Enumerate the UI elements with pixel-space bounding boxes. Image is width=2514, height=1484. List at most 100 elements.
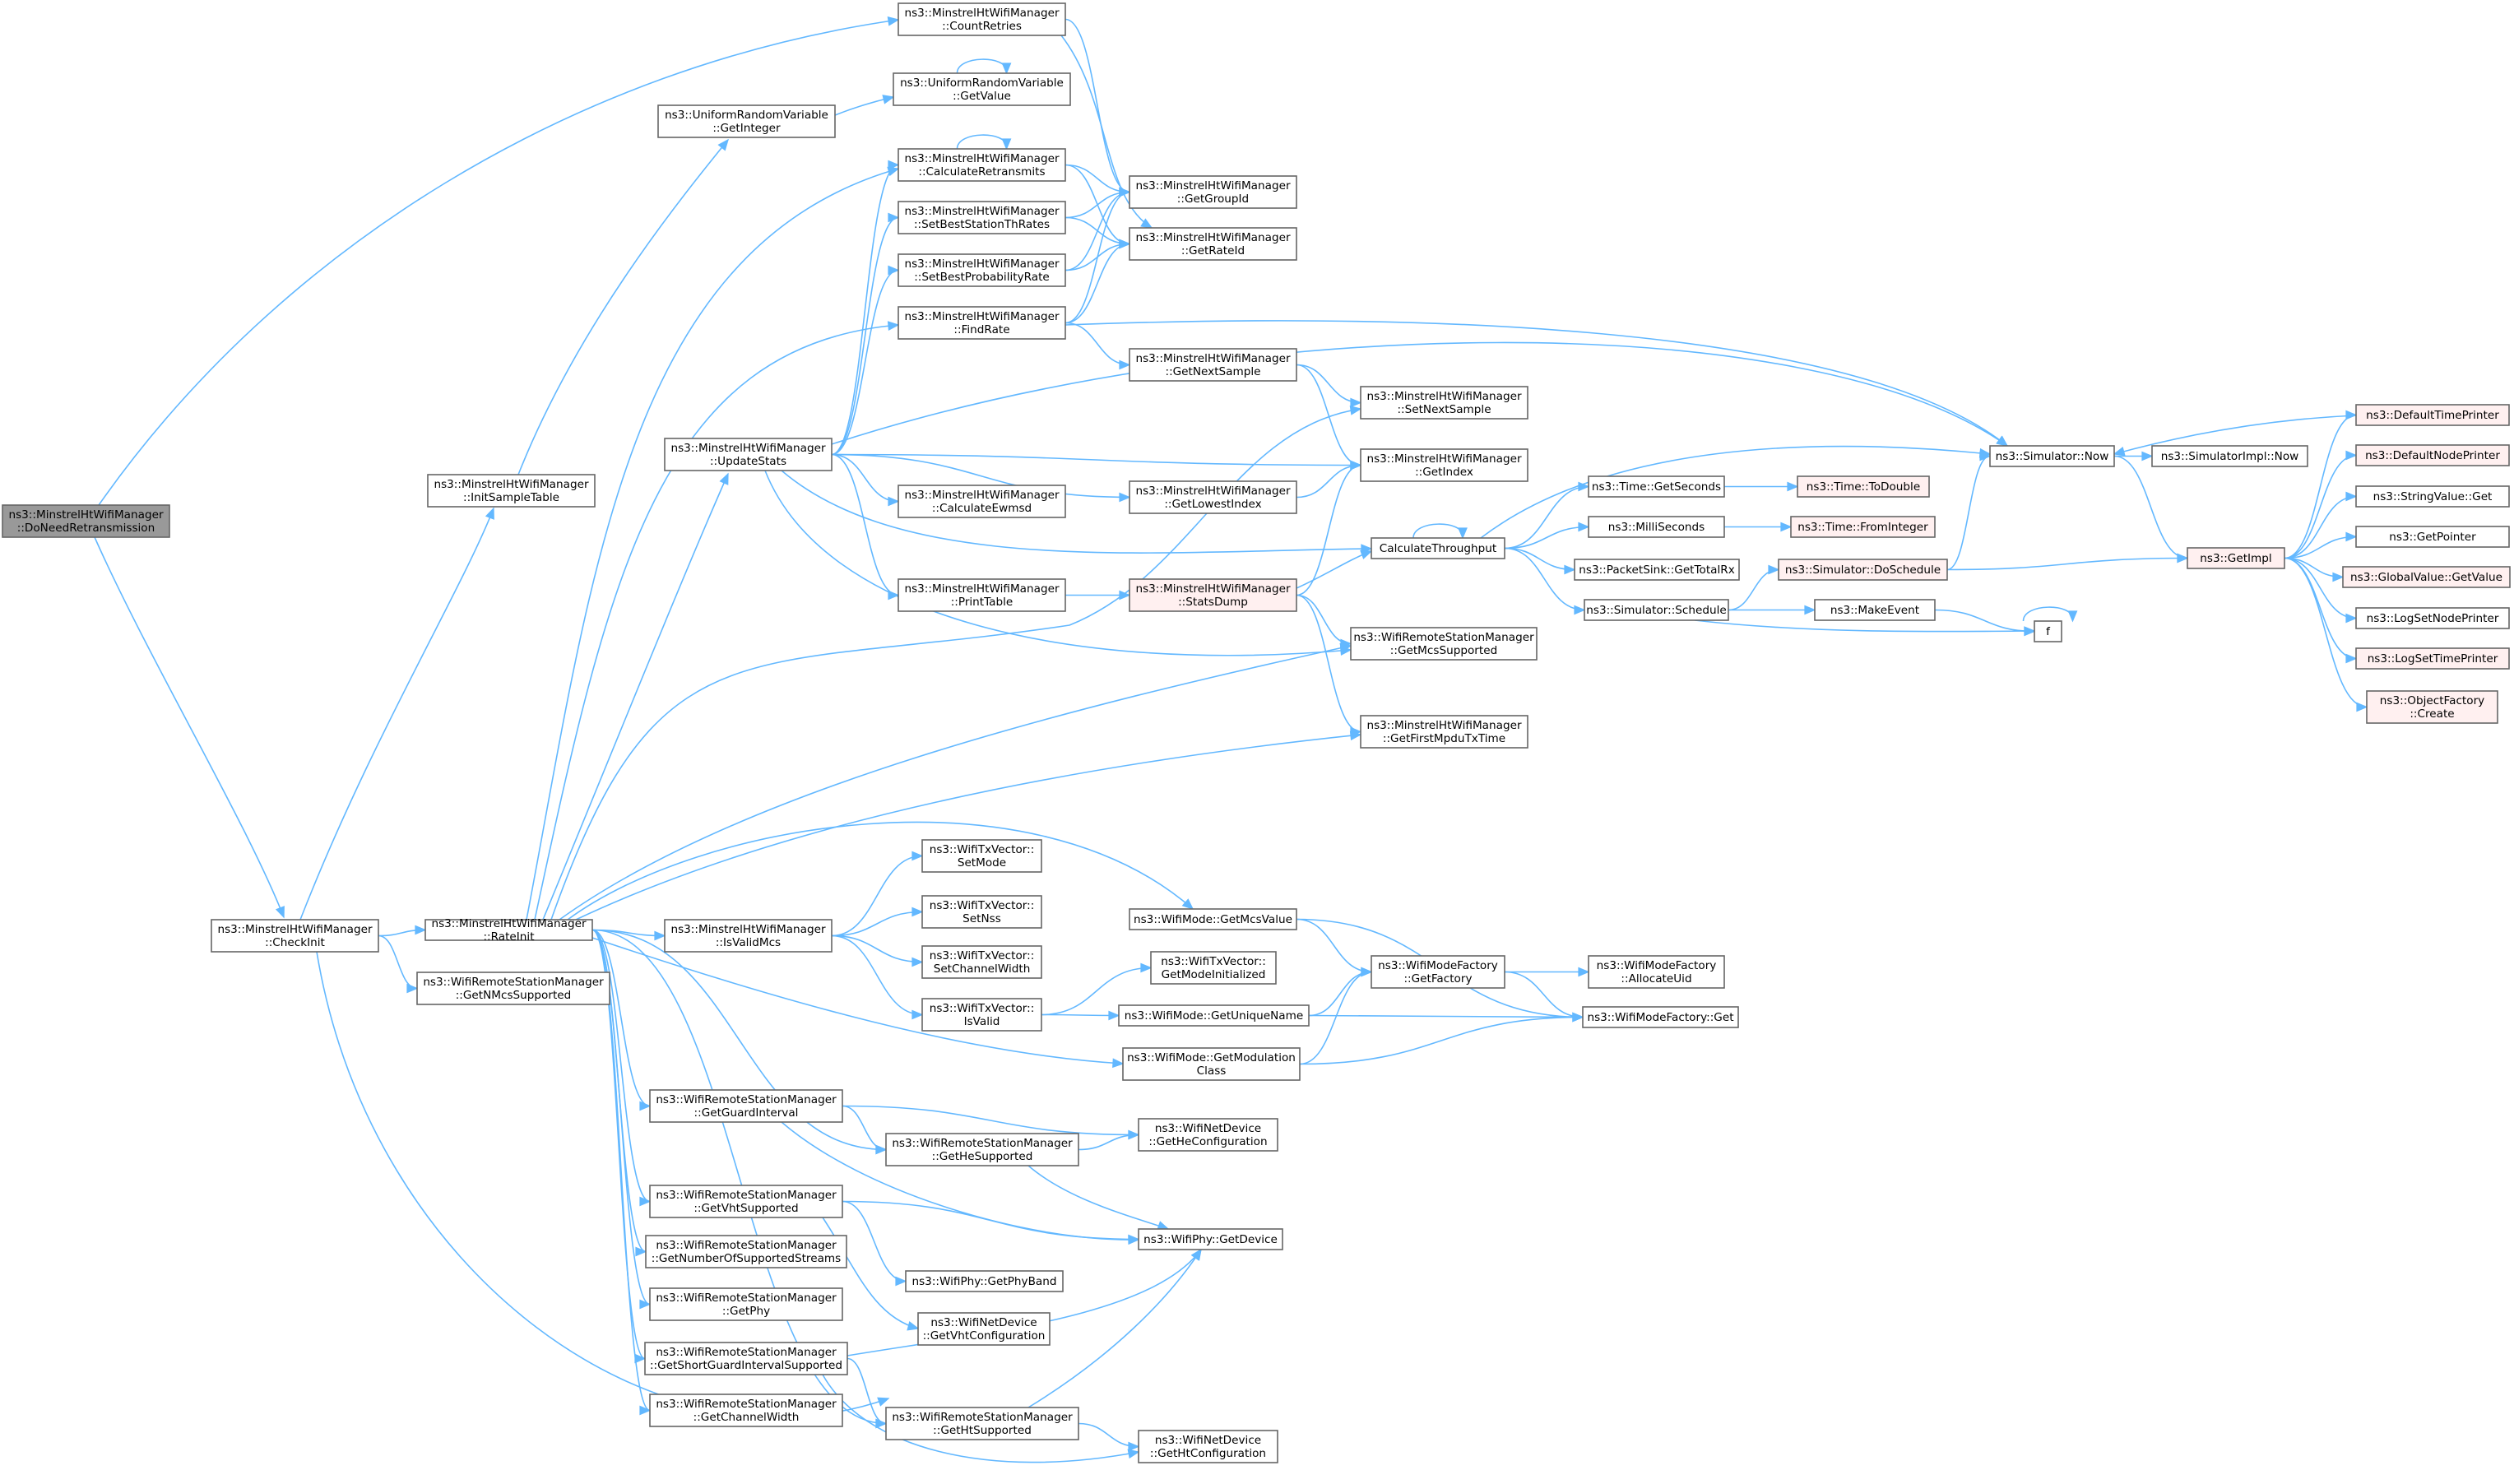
function-node-calcEwmsd[interactable]: ns3::MinstrelHtWifiManager::CalculateEwm…	[898, 485, 1066, 518]
function-node-root[interactable]: ns3::MinstrelHtWifiManager::DoNeedRetran…	[2, 504, 170, 538]
function-node-f[interactable]: f	[2034, 620, 2062, 642]
function-node-setBestProbRate[interactable]: ns3::MinstrelHtWifiManager::SetBestProba…	[898, 253, 1066, 287]
function-node-getMcsSupported[interactable]: ns3::WifiRemoteStationManager::GetMcsSup…	[1350, 627, 1538, 661]
function-node-updateStats[interactable]: ns3::MinstrelHtWifiManager::UpdateStats	[664, 438, 833, 471]
function-node-getVhtSupported[interactable]: ns3::WifiRemoteStationManager::GetVhtSup…	[649, 1185, 843, 1218]
call-edge-f-to-f	[2022, 606, 2078, 623]
function-node-getChannelWidth[interactable]: ns3::WifiRemoteStationManager::GetChanne…	[649, 1394, 843, 1427]
function-node-findRate[interactable]: ns3::MinstrelHtWifiManager::FindRate	[898, 306, 1066, 340]
node-label-line: ns3::WifiRemoteStationManager	[656, 1398, 837, 1411]
function-node-milliSeconds[interactable]: ns3::MilliSeconds	[1588, 516, 1725, 538]
function-node-getShortGISupported[interactable]: ns3::WifiRemoteStationManager::GetShortG…	[644, 1342, 848, 1375]
function-node-getImpl[interactable]: ns3::GetImpl	[2187, 547, 2285, 569]
function-node-logSetNodePrinter[interactable]: ns3::LogSetNodePrinter	[2355, 607, 2510, 629]
function-node-rateInit[interactable]: ns3::MinstrelHtWifiManager::RateInit	[424, 917, 593, 944]
function-node-phyGetDevice[interactable]: ns3::WifiPhy::GetDevice	[1138, 1228, 1283, 1250]
function-node-isValidMcs[interactable]: ns3::MinstrelHtWifiManager::IsValidMcs	[664, 919, 833, 953]
node-label-line: ns3::UniformRandomVariable	[665, 109, 828, 122]
node-label-line: ns3::Time::GetSeconds	[1592, 480, 1721, 494]
function-node-txvSetNss[interactable]: ns3::WifiTxVector::SetNss	[921, 895, 1042, 929]
node-label-line: ns3::MinstrelHtWifiManager	[904, 7, 1059, 20]
function-node-getRateId[interactable]: ns3::MinstrelHtWifiManager::GetRateId	[1129, 227, 1297, 261]
function-node-getHeSupported[interactable]: ns3::WifiRemoteStationManager::GetHeSupp…	[885, 1133, 1079, 1166]
function-node-objectFactoryCreate[interactable]: ns3::ObjectFactory::Create	[2366, 690, 2498, 724]
node-label-line: ::GetFirstMpduTxTime	[1383, 732, 1505, 745]
function-node-modeFactoryAllocateUid[interactable]: ns3::WifiModeFactory::AllocateUid	[1588, 955, 1725, 989]
node-box	[1138, 1228, 1283, 1250]
function-node-globalValueGetValue[interactable]: ns3::GlobalValue::GetValue	[2342, 566, 2511, 588]
function-node-setNextSample[interactable]: ns3::MinstrelHtWifiManager::SetNextSampl…	[1360, 386, 1528, 420]
function-node-calcThroughput[interactable]: CalculateThroughput	[1371, 537, 1505, 559]
function-node-getPhy[interactable]: ns3::WifiRemoteStationManager::GetPhy	[649, 1287, 843, 1321]
node-label-line: ns3::MinstrelHtWifiManager	[904, 310, 1059, 323]
function-node-makeEvent[interactable]: ns3::MakeEvent	[1814, 599, 1936, 621]
function-node-getNumSuppStreams[interactable]: ns3::WifiRemoteStationManager::GetNumber…	[645, 1235, 847, 1268]
function-node-timeToDouble[interactable]: ns3::Time::ToDouble	[1797, 475, 1930, 498]
node-label-line: ::GetPhy	[722, 1305, 770, 1318]
function-node-getPointer[interactable]: ns3::GetPointer	[2355, 526, 2510, 548]
function-node-txvIsValid[interactable]: ns3::WifiTxVector::IsValid	[921, 998, 1042, 1032]
function-node-timeGetSeconds[interactable]: ns3::Time::GetSeconds	[1588, 475, 1725, 498]
function-node-stringValueGet[interactable]: ns3::StringValue::Get	[2355, 485, 2510, 508]
function-node-setBestStationThRates[interactable]: ns3::MinstrelHtWifiManager::SetBestStati…	[898, 201, 1066, 234]
function-node-getIndex[interactable]: ns3::MinstrelHtWifiManager::GetIndex	[1360, 448, 1528, 482]
node-label-line: ::CalculateEwmsd	[932, 502, 1032, 515]
function-node-getLowestIndex[interactable]: ns3::MinstrelHtWifiManager::GetLowestInd…	[1129, 480, 1297, 514]
function-node-getFirstMpdu[interactable]: ns3::MinstrelHtWifiManager::GetFirstMpdu…	[1360, 715, 1528, 749]
call-edge-rateInit-to-updateStats	[542, 472, 729, 921]
function-node-countRetries[interactable]: ns3::MinstrelHtWifiManager::CountRetries	[898, 2, 1066, 36]
call-edge-rateInit-to-getGuardInterval	[591, 929, 652, 1111]
node-label-line: GetModeInitialized	[1162, 968, 1266, 981]
call-edge-root-to-countRetries	[98, 16, 900, 506]
function-node-txvSetChannelWidth[interactable]: ns3::WifiTxVector::SetChannelWidth	[921, 945, 1042, 979]
function-node-getGroupId[interactable]: ns3::MinstrelHtWifiManager::GetGroupId	[1129, 175, 1297, 209]
function-node-defaultNodePrinter[interactable]: ns3::DefaultNodePrinter	[2355, 444, 2510, 466]
node-box	[1360, 386, 1528, 420]
function-node-modeFactoryGetFactory[interactable]: ns3::WifiModeFactory::GetFactory	[1371, 955, 1505, 989]
node-box	[1582, 1006, 1739, 1028]
function-node-modeFactoryGet[interactable]: ns3::WifiModeFactory::Get	[1582, 1006, 1739, 1028]
function-node-phyGetPhyBand[interactable]: ns3::WifiPhy::GetPhyBand	[905, 1270, 1064, 1292]
node-label-line: ::GetNumberOfSupportedStreams	[652, 1252, 841, 1265]
function-node-statsDump[interactable]: ns3::MinstrelHtWifiManager::StatsDump	[1129, 578, 1297, 612]
function-node-printTable[interactable]: ns3::MinstrelHtWifiManager::PrintTable	[898, 578, 1066, 612]
function-node-netDevGetHeConfig[interactable]: ns3::WifiNetDevice::GetHeConfiguration	[1138, 1118, 1278, 1152]
function-node-simSchedule[interactable]: ns3::Simulator::Schedule	[1584, 599, 1729, 621]
node-label-line: ns3::Simulator::Schedule	[1586, 604, 1727, 617]
node-label-line: ::GetHtConfiguration	[1150, 1447, 1266, 1460]
function-node-checkInit[interactable]: ns3::MinstrelHtWifiManager::CheckInit	[211, 919, 379, 953]
node-label-line: ns3::MinstrelHtWifiManager	[8, 508, 163, 522]
node-label-line: ::IsValidMcs	[716, 936, 781, 949]
function-node-uniformGetValue[interactable]: ns3::UniformRandomVariable::GetValue	[893, 72, 1071, 106]
node-box	[1790, 516, 1936, 538]
function-node-timeFromInteger[interactable]: ns3::Time::FromInteger	[1790, 516, 1936, 538]
function-node-simNow[interactable]: ns3::Simulator::Now	[1989, 445, 2115, 467]
function-node-calcRetransmits[interactable]: ns3::MinstrelHtWifiManager::CalculateRet…	[898, 148, 1066, 182]
node-label-line: ns3::MinstrelHtWifiManager	[1135, 582, 1290, 596]
node-label-line: ::SetNextSample	[1397, 403, 1491, 416]
function-node-netDevGetVhtConfig[interactable]: ns3::WifiNetDevice::GetVhtConfiguration	[917, 1312, 1051, 1346]
function-node-simImplNow[interactable]: ns3::SimulatorImpl::Now	[2151, 445, 2308, 467]
function-node-modeGetUniqueName[interactable]: ns3::WifiMode::GetUniqueName	[1118, 1004, 1310, 1027]
function-node-netDevGetHtConfig[interactable]: ns3::WifiNetDevice::GetHtConfiguration	[1138, 1430, 1278, 1463]
function-node-getGuardInterval[interactable]: ns3::WifiRemoteStationManager::GetGuardI…	[649, 1089, 843, 1123]
function-node-simDoSchedule[interactable]: ns3::Simulator::DoSchedule	[1778, 559, 1948, 581]
function-node-txvSetMode[interactable]: ns3::WifiTxVector::SetMode	[921, 839, 1042, 873]
call-edge-getNextSample-to-setNextSample	[1296, 364, 1362, 408]
function-node-getNMcsSupported[interactable]: ns3::WifiRemoteStationManager::GetNMcsSu…	[416, 972, 610, 1005]
function-node-packetSinkGetTotalRx[interactable]: ns3::PacketSink::GetTotalRx	[1574, 559, 1740, 581]
node-box	[898, 148, 1066, 182]
function-node-txvGetModeInit[interactable]: ns3::WifiTxVector::GetModeInitialized	[1150, 951, 1277, 985]
function-node-getHtSupported[interactable]: ns3::WifiRemoteStationManager::GetHtSupp…	[885, 1407, 1079, 1440]
node-label-line: ns3::MinstrelHtWifiManager	[431, 917, 586, 930]
call-edge-getImpl-to-getPointer	[2284, 531, 2358, 559]
call-edge-rateInit-to-getVhtSupported	[591, 929, 652, 1207]
function-node-defaultTimePrinter[interactable]: ns3::DefaultTimePrinter	[2355, 404, 2510, 426]
function-node-initSampleTable[interactable]: ns3::MinstrelHtWifiManager::InitSampleTa…	[427, 474, 596, 508]
function-node-logSetTimePrinter[interactable]: ns3::LogSetTimePrinter	[2355, 647, 2510, 670]
call-edge-rateInit-to-modeGetMcsValue	[567, 821, 1194, 921]
function-node-getNextSample[interactable]: ns3::MinstrelHtWifiManager::GetNextSampl…	[1129, 348, 1297, 382]
function-node-modeGetMcsValue[interactable]: ns3::WifiMode::GetMcsValue	[1129, 908, 1297, 930]
function-node-uniformGetInteger[interactable]: ns3::UniformRandomVariable::GetInteger	[657, 104, 836, 138]
